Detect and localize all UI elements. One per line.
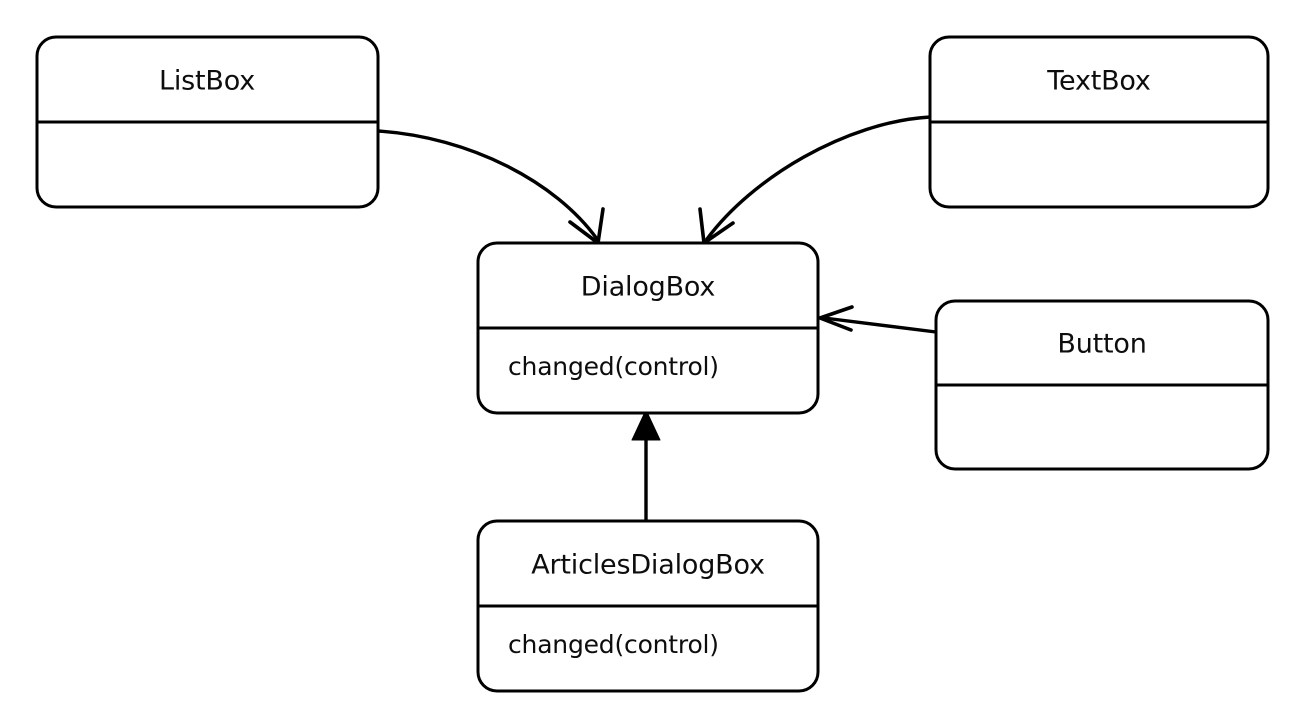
uml-class-textbox[interactable]: TextBox — [928, 35, 1270, 209]
edge-textbox-to-dialogbox-line — [705, 115, 932, 241]
uml-class-articlesdialogbox-method: changed(control) — [508, 630, 719, 659]
edge-articlesdialogbox-to-dialogbox-arrowhead — [631, 409, 661, 441]
edge-button-to-dialogbox-arrowhead — [818, 305, 854, 332]
uml-class-button-name: Button — [1057, 329, 1146, 360]
uml-class-dialogbox-name: DialogBox — [581, 272, 716, 303]
uml-class-listbox-name: ListBox — [159, 66, 255, 97]
edge-listbox-to-dialogbox[interactable] — [376, 129, 605, 245]
edge-listbox-to-dialogbox-line — [376, 129, 599, 241]
edge-articlesdialogbox-to-dialogbox[interactable] — [631, 409, 661, 523]
uml-class-button[interactable]: Button — [934, 299, 1270, 471]
edge-button-to-dialogbox[interactable] — [818, 305, 938, 334]
edge-button-to-dialogbox-line — [822, 316, 938, 334]
uml-class-articlesdialogbox[interactable]: ArticlesDialogBox changed(control) — [476, 519, 820, 693]
uml-class-articlesdialogbox-name: ArticlesDialogBox — [531, 550, 765, 581]
uml-class-dialogbox-method: changed(control) — [508, 352, 719, 381]
uml-class-dialogbox[interactable]: DialogBox changed(control) — [476, 241, 820, 415]
edge-textbox-to-dialogbox[interactable] — [698, 115, 932, 245]
uml-class-listbox[interactable]: ListBox — [35, 35, 380, 209]
uml-class-textbox-name: TextBox — [1046, 66, 1151, 97]
